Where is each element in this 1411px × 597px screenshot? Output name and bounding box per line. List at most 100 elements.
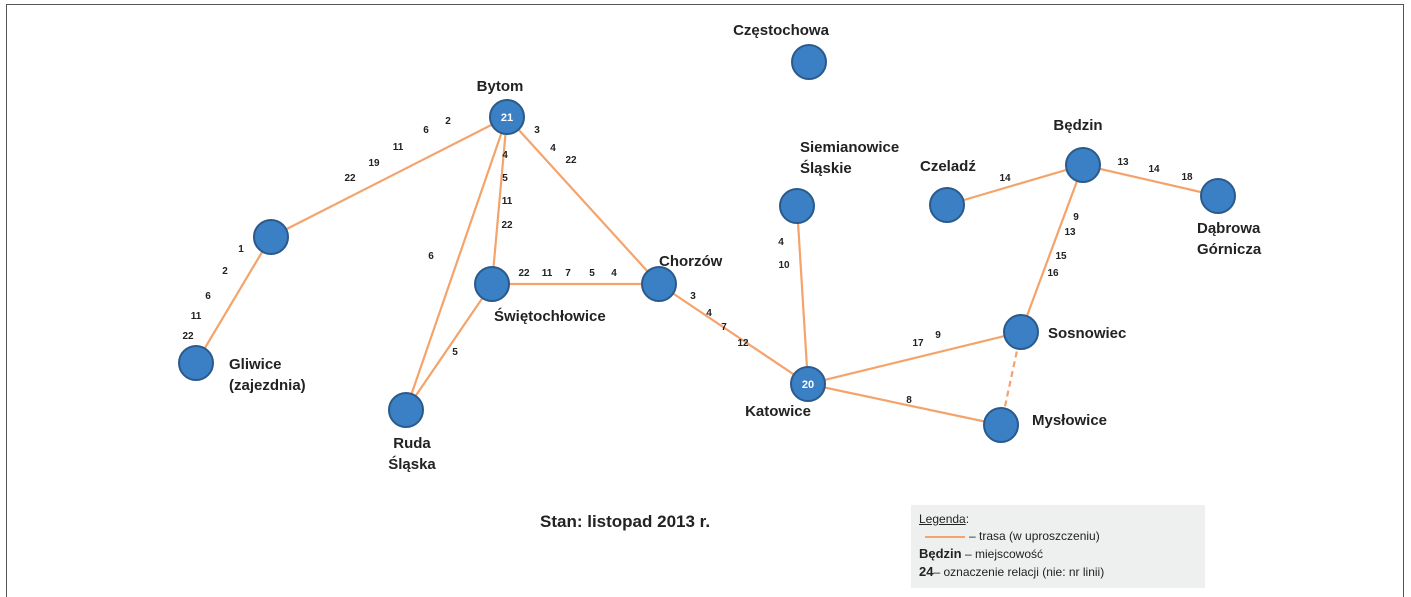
relation-label: 3 [690,291,696,302]
route-line-bytom-gliwice-mid [270,116,508,238]
node-number: 20 [802,379,814,391]
relation-label: 14 [999,173,1011,184]
city-node-circle [983,407,1019,443]
relation-label: 19 [368,158,380,169]
relation-label: 8 [906,395,912,406]
route-line-bedzin-sosnowiec [1019,164,1085,333]
city-label: Śląskie [800,159,852,177]
legend-title-row: Legenda: [919,511,1197,528]
node-gliwice-mid [253,219,289,255]
relation-label: 9 [1073,212,1079,223]
route-line-chorzow-katowice [658,283,809,385]
city-label: Bytom [477,78,524,95]
route-line-bytom-chorzow [506,116,660,285]
node-sosnowiec: Sosnowiec [1003,314,1126,350]
relation-label: 15 [1055,251,1067,262]
node-czestochowa: Częstochowa [733,22,830,80]
city-label: Gliwice [229,356,282,373]
legend-city-example: Będzin [919,546,962,561]
route-line-icon [925,535,965,538]
city-label: (zajezdnia) [229,377,306,394]
legend-city-text: – miejscowość [964,547,1043,561]
city-label: Częstochowa [733,22,830,39]
city-label: Katowice [745,403,811,420]
legend-route-row: – trasa (w uproszczeniu) [919,528,1197,545]
relation-label: 12 [737,338,749,349]
relation-label: 22 [565,155,577,166]
city-label: Górnicza [1197,241,1262,258]
city-node-circle [779,188,815,224]
relation-label: 6 [428,251,434,262]
legend-route-text: – trasa (w uproszczeniu) [969,529,1100,543]
route-line-bytom-ruda [404,116,509,411]
status-date: Stan: listopad 2013 r. [540,512,711,531]
legend-city-row: Będzin – miejscowość [919,545,1197,563]
legend-relation-text: – oznaczenie relacji (nie: nr linii) [933,565,1105,579]
relation-label: 4 [706,308,712,319]
relation-label: 5 [452,347,458,358]
relation-label: 1 [238,244,244,255]
city-node-circle [253,219,289,255]
route-line-katowice-myslowice [807,382,1002,427]
city-node-circle [641,266,677,302]
relation-label: 22 [182,331,194,342]
node-bytom: 21 Bytom [477,78,525,135]
route-line-gliwice-mid-gliwice [195,236,272,364]
node-number: 21 [501,112,513,124]
city-label: Śląska [388,455,436,473]
relation-label: 9 [935,330,941,341]
city-node-circle [489,99,525,135]
city-label: Mysłowice [1032,412,1107,429]
city-node-circle [1065,147,1101,183]
relation-label: 14 [1148,164,1160,175]
node-gliwice: Gliwice (zajezdnia) [178,345,306,394]
city-label: Ruda [393,435,431,452]
route-line-czeladz-bedzin [946,163,1084,207]
city-node-circle [388,392,424,428]
relation-label: 11 [191,311,202,322]
relation-label: 18 [1181,172,1193,183]
relation-label: 11 [502,196,513,207]
relation-label: 11 [542,268,553,279]
relation-label: 7 [565,268,571,279]
route-line-swietochlowice-ruda [405,283,493,411]
relation-label: 5 [502,173,508,184]
city-node-circle [929,187,965,223]
city-node-circle [178,345,214,381]
relation-label: 3 [534,125,540,136]
relation-label: 6 [205,291,211,302]
node-bedzin: Będzin [1053,117,1103,183]
relation-label: 4 [611,268,617,279]
relation-label: 11 [393,142,404,153]
diagram-frame [6,4,1404,597]
city-label: Dąbrowa [1197,220,1261,237]
city-node-circle [1003,314,1039,350]
route-line-katowice-sosnowiec [807,330,1022,386]
relation-label: 6 [423,125,429,136]
relation-label: 4 [778,237,784,248]
relation-label: 5 [589,268,595,279]
city-label: Świętochłowice [494,307,606,325]
relation-label: 7 [721,322,727,333]
route-line-bytom-swietochlowice [490,116,509,285]
relation-label: 17 [912,338,924,349]
relation-label: 22 [501,220,513,231]
city-node-circle [791,44,827,80]
relation-label: 10 [778,260,790,271]
city-label: Sosnowiec [1048,325,1126,342]
legend: Legenda: – trasa (w uproszczeniu) Będzin… [911,505,1205,588]
relation-label: 22 [518,268,530,279]
relation-label: 22 [344,173,356,184]
node-czeladz: Czeladź [920,158,976,223]
relation-label: 16 [1047,268,1059,279]
legend-title: Legenda [919,512,966,526]
node-swietochlowice: Świętochłowice [474,266,606,325]
relation-label: 4 [550,143,556,154]
relation-label: 13 [1117,157,1129,168]
city-node-circle [474,266,510,302]
relation-label: 13 [1064,227,1076,238]
